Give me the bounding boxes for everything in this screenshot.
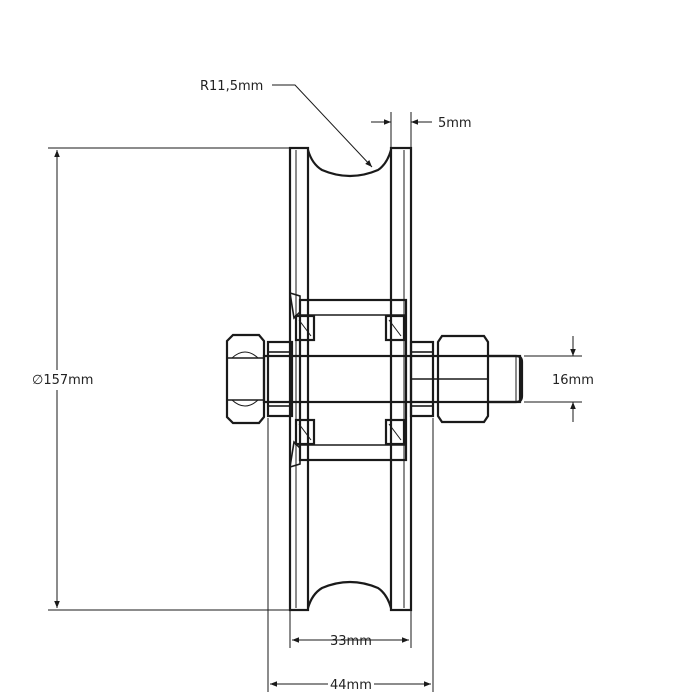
dimension-flange-width: 5mm bbox=[371, 112, 472, 148]
right-flange bbox=[389, 146, 413, 612]
bottom-groove-arc bbox=[306, 580, 393, 609]
bearing-right-top bbox=[384, 314, 406, 342]
hub bbox=[298, 298, 408, 462]
overall-width-label: 44mm bbox=[330, 678, 372, 693]
dimension-diameter: ∅157mm bbox=[32, 147, 290, 611]
dimension-axle-diameter: 16mm bbox=[524, 336, 594, 422]
top-groove-arc bbox=[306, 149, 393, 178]
diameter-label: ∅157mm bbox=[32, 373, 93, 388]
bearing-right-bottom bbox=[384, 418, 406, 446]
axle-bolt bbox=[225, 333, 524, 425]
wheel-width-label: 33mm bbox=[330, 634, 372, 649]
dimension-overall-width: 44mm bbox=[267, 418, 434, 693]
bolt-hex-head bbox=[225, 333, 266, 425]
bearing-left-top bbox=[294, 314, 316, 342]
nut-right bbox=[436, 334, 490, 424]
bearing-left-bottom bbox=[294, 418, 316, 446]
wheel-body bbox=[288, 146, 413, 612]
washer-left bbox=[266, 340, 294, 418]
axle-diameter-label: 16mm bbox=[552, 373, 594, 388]
groove-radius-label: R11,5mm bbox=[200, 79, 263, 94]
dimension-groove-radius: R11,5mm bbox=[200, 79, 373, 168]
hub-assembly bbox=[289, 291, 408, 469]
dimension-wheel-width: 33mm bbox=[289, 610, 412, 649]
flange-width-label: 5mm bbox=[438, 116, 472, 131]
